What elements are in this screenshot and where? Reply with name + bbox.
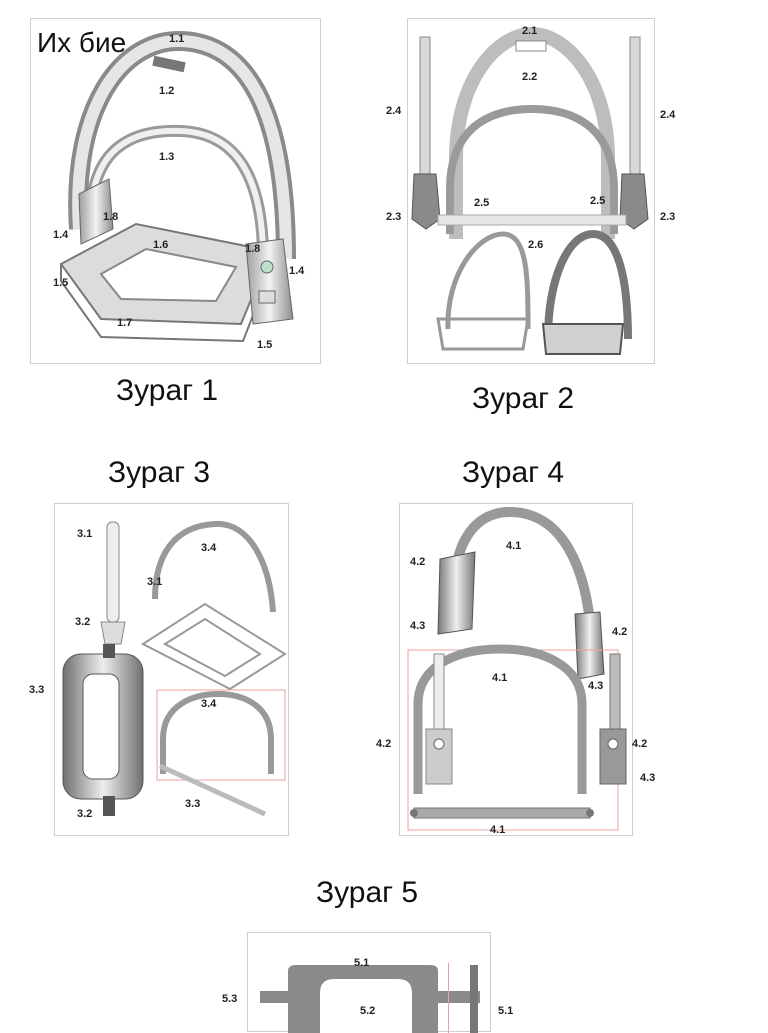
label-1-5-right: 1.5	[257, 339, 273, 351]
label-5-1-right: 5.1	[498, 1005, 514, 1017]
label-4-1-mid: 4.1	[492, 672, 508, 684]
caption-fig2: Зураг 2	[472, 382, 575, 415]
label-2-1: 2.1	[522, 25, 538, 37]
label-3-4-top: 3.4	[201, 542, 217, 554]
figure-4-panel: 4.1 4.2 4.3 4.2 4.1 4.3 4.2 4.2 4.3 4.1	[376, 503, 655, 836]
label-2-4-right: 2.4	[660, 109, 676, 121]
label-1-3: 1.3	[159, 151, 175, 163]
label-3-2-bottom: 3.2	[77, 808, 93, 820]
label-1-2: 1.2	[159, 85, 175, 97]
stirrup-3d-drawing	[59, 30, 296, 343]
label-2-6: 2.6	[528, 239, 544, 251]
label-3-1-mid: 3.1	[147, 576, 163, 588]
label-3-1-top: 3.1	[77, 528, 93, 540]
label-4-2-top-right: 4.2	[612, 626, 628, 638]
label-1-7: 1.7	[117, 317, 133, 329]
label-1-1: 1.1	[169, 33, 185, 45]
caption-fig1: Зураг 1	[116, 374, 219, 407]
caption-fig5: Зураг 5	[316, 876, 419, 909]
label-1-8-left: 1.8	[103, 211, 119, 223]
label-4-1-bottom: 4.1	[490, 824, 506, 836]
label-2-2: 2.2	[522, 71, 538, 83]
label-4-1-top: 4.1	[506, 540, 522, 552]
stirrup-assembly-drawing	[407, 506, 627, 831]
label-2-5-right: 2.5	[590, 195, 606, 207]
label-4-3-mid-right: 4.3	[588, 680, 604, 692]
label-1-6: 1.6	[153, 239, 169, 251]
label-4-2-top-left: 4.2	[410, 556, 426, 568]
label-2-3-left: 2.3	[386, 211, 402, 223]
label-2-3-right: 2.3	[660, 211, 676, 223]
label-3-4-bottom: 3.4	[201, 698, 217, 710]
label-3-2-top: 3.2	[75, 616, 91, 628]
label-5-3: 5.3	[222, 993, 238, 1005]
label-4-3-top-left: 4.3	[410, 620, 426, 632]
label-1-8-right: 1.8	[245, 243, 261, 255]
label-5-1-top: 5.1	[354, 957, 370, 969]
label-2-5-left: 2.5	[474, 197, 490, 209]
label-3-3-bottom: 3.3	[185, 798, 201, 810]
label-4-2-right: 4.2	[632, 738, 648, 750]
label-3-3-left: 3.3	[29, 684, 45, 696]
figure-5-panel: 5.1 5.3 5.2 5.1	[222, 932, 513, 1033]
tread-plate-drawing	[260, 963, 480, 1033]
main-title: Их бие	[37, 27, 127, 58]
stirrup-exploded-drawing	[62, 520, 287, 817]
label-4-2-left: 4.2	[376, 738, 392, 750]
label-1-4-left: 1.4	[53, 229, 69, 241]
label-5-2: 5.2	[360, 1005, 376, 1017]
label-2-4-left: 2.4	[386, 105, 402, 117]
label-4-3-right: 4.3	[640, 772, 656, 784]
caption-fig3: Зураг 3	[108, 456, 211, 489]
label-1-4-right: 1.4	[289, 265, 305, 277]
caption-fig4: Зураг 4	[462, 456, 565, 489]
figure-1-panel: Их бие 1.1 1.2 1.3 1.8 1.4 1.6 1.8 1.4 1…	[30, 18, 321, 364]
stirrup-parts-drawing	[411, 26, 649, 355]
figure-2-panel: 2.1 2.2 2.4 2.4 2.3 2.5 2.5 2.3 2.6	[386, 18, 675, 364]
figure-3-panel: 3.1 3.4 3.1 3.2 3.3 3.4 3.3 3.2	[29, 503, 289, 836]
label-1-5-left: 1.5	[53, 277, 69, 289]
